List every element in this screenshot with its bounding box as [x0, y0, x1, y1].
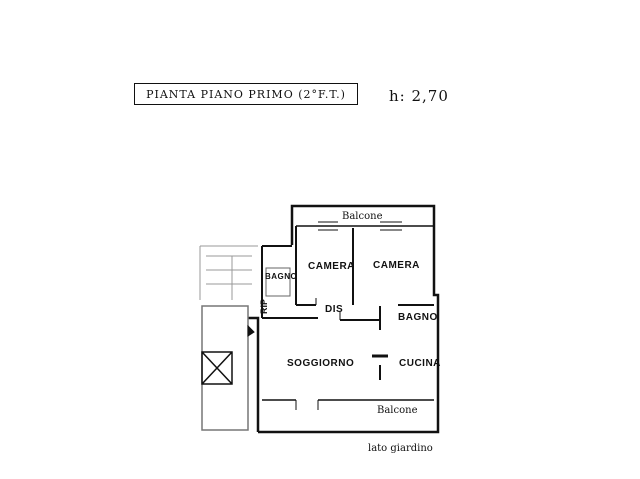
ceiling-height: h: 2,70	[389, 87, 449, 105]
room-camera-1: CAMERA	[308, 261, 355, 272]
plan-title-box: PIANTA PIANO PRIMO (2°F.T.)	[134, 83, 358, 105]
room-cucina: CUCINA	[399, 358, 441, 369]
room-rip: RIP	[259, 298, 269, 314]
door-dis	[315, 298, 341, 320]
lift-shaft	[201, 351, 233, 385]
window-top-2	[380, 221, 402, 231]
room-camera-2: CAMERA	[373, 260, 420, 271]
room-bagno-2: BAGNO	[398, 312, 438, 323]
room-bagno-1: BAGNO	[265, 272, 298, 281]
plan-title: PIANTA PIANO PRIMO (2°F.T.)	[146, 87, 346, 101]
wall-bagno-west	[261, 245, 292, 318]
stair-block	[199, 245, 258, 300]
entrance-arrow	[247, 324, 255, 337]
window-top-1	[318, 221, 338, 231]
balcony-bottom-label: Balcone	[377, 405, 418, 416]
door-balcone	[295, 400, 319, 410]
balcony-top-label: Balcone	[342, 211, 383, 222]
room-dis: DIS	[325, 304, 344, 315]
garden-side-caption: lato giardino	[368, 443, 433, 454]
stair-lower	[201, 305, 249, 431]
wall-dis-top	[296, 304, 434, 321]
outer-wall	[248, 204, 440, 434]
bagno-fixtures	[265, 267, 291, 297]
room-soggiorno: SOGGIORNO	[287, 358, 355, 369]
